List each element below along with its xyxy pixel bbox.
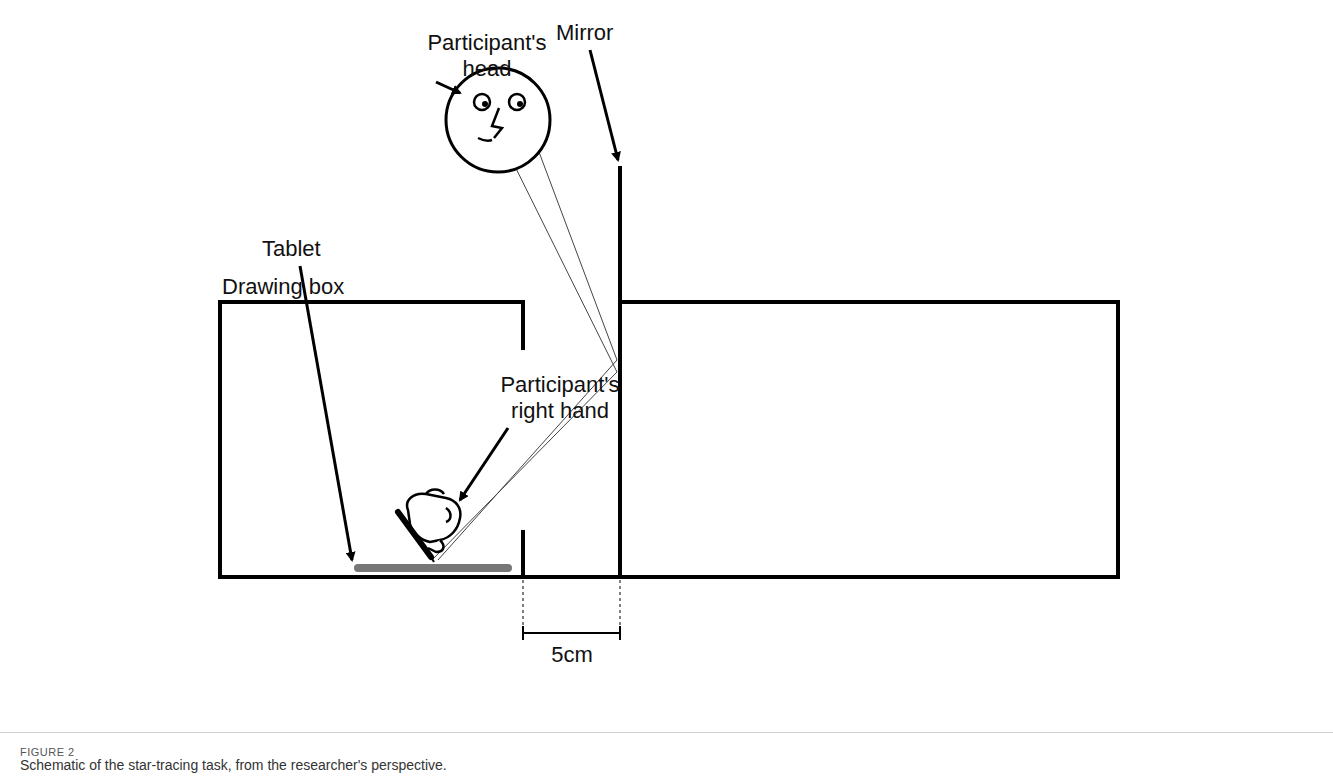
figure-caption: Schematic of the star-tracing task, from…	[20, 757, 447, 773]
head-label: Participant's head	[412, 30, 562, 82]
hand-label: Participant's right hand	[480, 372, 640, 424]
box-outline	[220, 302, 525, 577]
drawing-box: Drawing box	[220, 302, 525, 577]
box-heading: Drawing box	[222, 274, 344, 300]
tablet-label: Tablet	[262, 236, 342, 262]
dimension-label: 5cm	[546, 642, 598, 668]
mirror-label: Mirror	[556, 20, 636, 46]
